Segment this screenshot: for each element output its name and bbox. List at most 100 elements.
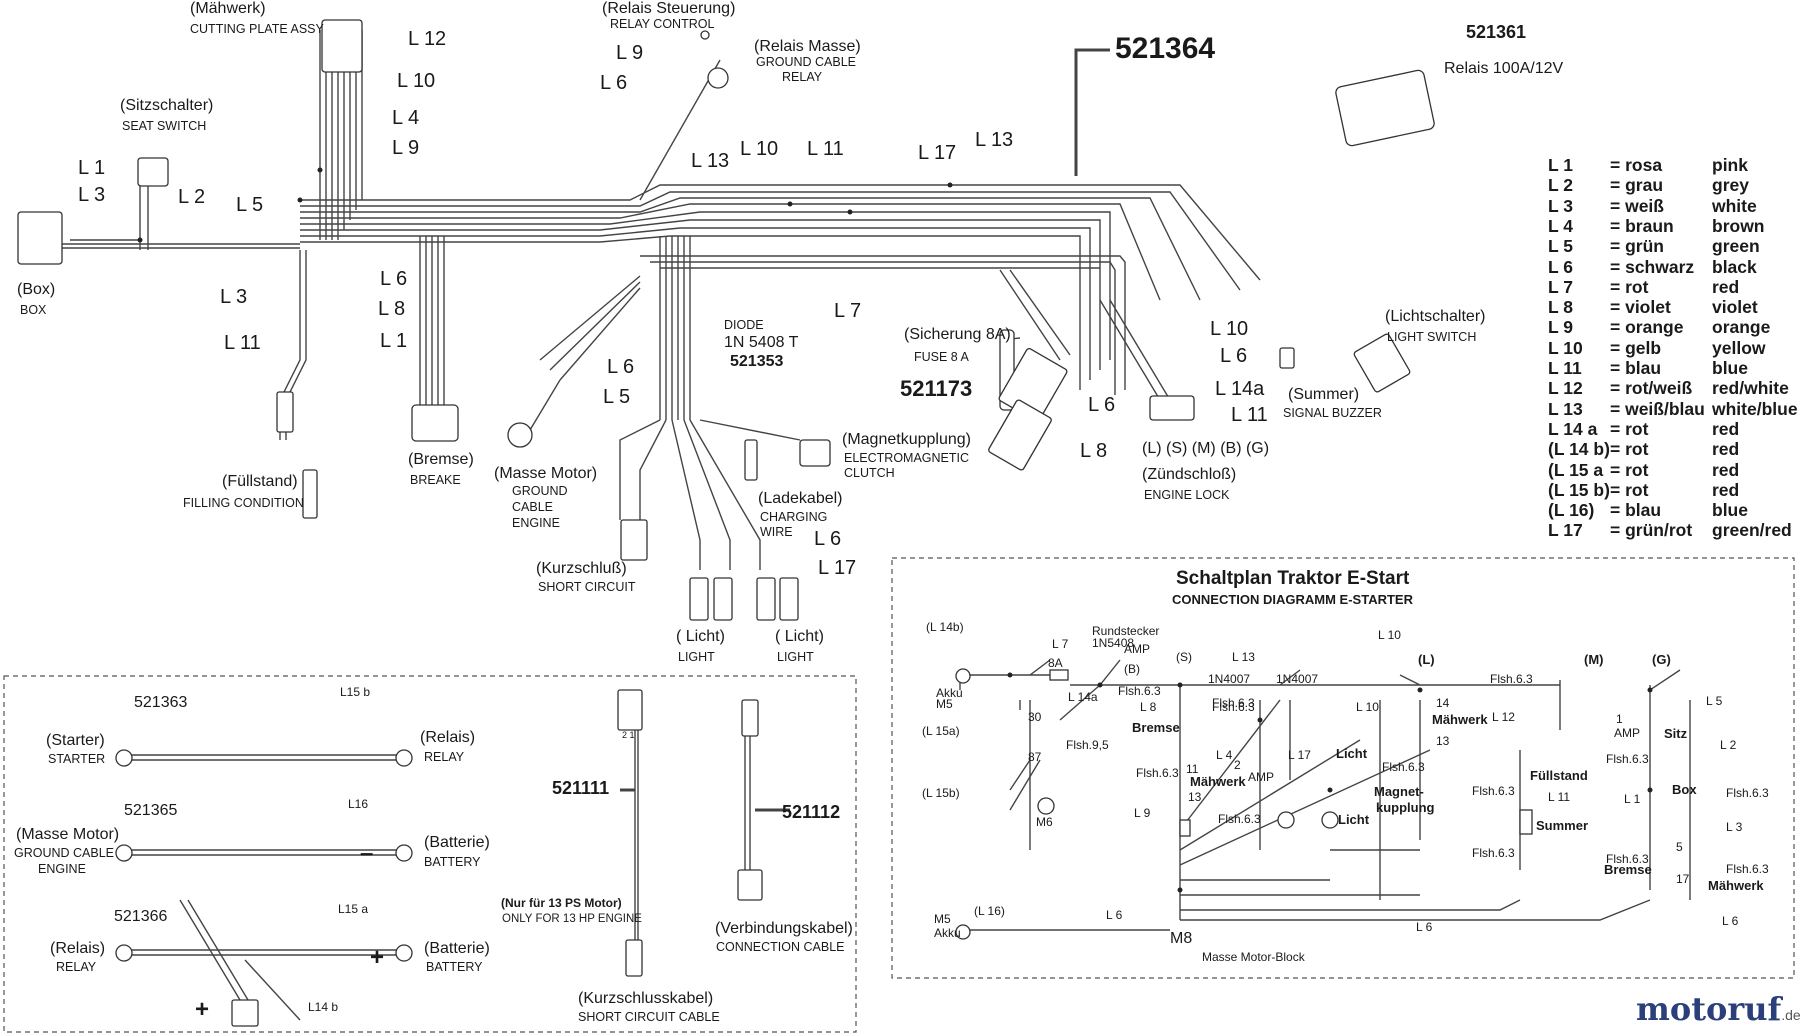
schematic-label-licht2: Licht — [1338, 812, 1370, 827]
legend-de: = rot — [1610, 439, 1649, 460]
label-electromagnetic: ELECTROMAGNETIC — [844, 451, 970, 465]
schematic-label-l5: L 5 — [1706, 694, 1723, 708]
legend-code: (L 16) — [1548, 500, 1595, 521]
wire-tag: L 12 — [408, 28, 447, 50]
schematic-label-l15a: (L 15a) — [922, 724, 960, 738]
schematic-label-flsh63e: Flsh.6.3 — [1218, 812, 1261, 826]
schematic-label-flsh63d: Flsh.6.3 — [1136, 766, 1179, 780]
label-bremse: (Bremse) — [408, 451, 474, 468]
legend-en: red/white — [1712, 378, 1789, 399]
schematic-label-n13a: 13 — [1188, 790, 1202, 804]
label-only-13hp: ONLY FOR 13 HP ENGINE — [502, 913, 642, 925]
schematic-label-flsh63i: Flsh.6.3 — [1472, 846, 1515, 860]
cable-tag-l14b: L14 b — [308, 1000, 339, 1014]
label-signal-buzzer: SIGNAL BUZZER — [1283, 406, 1382, 420]
legend-code: L 3 — [1548, 195, 1573, 216]
label-light-switch: LIGHT SWITCH — [1387, 330, 1477, 344]
schematic-label-licht1: Licht — [1336, 746, 1368, 761]
legend-en: orange — [1712, 317, 1771, 338]
legend-en: red — [1712, 418, 1740, 439]
schematic-subtitle: CONNECTION DIAGRAMM E-STARTER — [1172, 592, 1413, 607]
legend-de: = rot/weiß — [1610, 378, 1693, 399]
wire-tag: L 6 — [1220, 345, 1248, 367]
label-short-circuit-cable: SHORT CIRCUIT CABLE — [578, 1010, 720, 1024]
label-engine: ENGINE — [512, 516, 560, 530]
legend-code: (L 15 b) — [1548, 479, 1610, 500]
schematic-label-n2: 2 — [1234, 758, 1241, 772]
schematic-label-akku1: Akku — [936, 686, 963, 700]
wire-tag: L 8 — [378, 298, 406, 320]
label-verbindungskabel: (Verbindungskabel) — [715, 920, 853, 937]
label-wire: WIRE — [760, 525, 793, 539]
label-diode-part: 521353 — [730, 353, 784, 370]
schematic-label-maehwerk1: Mähwerk — [1190, 774, 1246, 789]
schematic-label-sS: (S) — [1176, 650, 1192, 664]
label-sitzschalter: (Sitzschalter) — [120, 97, 214, 114]
label-magnetkupplung: (Magnetkupplung) — [842, 431, 971, 448]
label-batterie-2: (Batterie) — [424, 940, 490, 957]
wire-tag: L 8 — [1080, 440, 1108, 462]
schematic-label-flsh63a: Flsh.6.3 — [1118, 684, 1161, 698]
schematic-label-l14a: L 14a — [1068, 690, 1098, 704]
schematic-label-magnet1: Magnet- — [1374, 784, 1424, 799]
legend-code: L 8 — [1548, 297, 1573, 318]
label-diode: DIODE — [724, 318, 764, 332]
legend-code: (L 14 b) — [1548, 439, 1610, 460]
legend-de: = rot — [1610, 276, 1649, 297]
plus-sign-icon: + — [370, 944, 385, 971]
legend-code: L 12 — [1548, 378, 1583, 399]
schematic-label-lL: (L) — [1418, 652, 1435, 667]
schematic-label-m5a: M5 — [936, 697, 953, 711]
label-relais-2: (Relais) — [50, 940, 106, 957]
schematic-label-rund1: Rundstecker — [1092, 624, 1160, 638]
schematic-label-n87: 87 — [1028, 750, 1042, 764]
schematic-label-n5: 5 — [1676, 840, 1683, 854]
legend-en: blue — [1712, 358, 1748, 378]
schematic-label-n14: 14 — [1436, 696, 1450, 710]
legend-de: = rot — [1610, 479, 1649, 500]
label-short-circuit: SHORT CIRCUIT — [538, 580, 636, 594]
minus-sign-icon: – — [360, 840, 374, 867]
schematic-label-gG: (G) — [1652, 652, 1671, 667]
label-starter-en: STARTER — [48, 752, 106, 766]
schematic-label-bremse1: Bremse — [1132, 720, 1180, 735]
label-filling-condition: FILLING CONDITION — [183, 496, 304, 510]
legend-en: black — [1712, 256, 1757, 277]
wire-tag: L 6 — [607, 356, 635, 378]
cable-part-521112: 521112 — [782, 802, 841, 822]
label-box: (Box) — [17, 281, 56, 298]
label-relay: RELAY — [782, 70, 823, 84]
wire-tag: L 11 — [807, 138, 844, 160]
legend-en: yellow — [1712, 337, 1766, 358]
label-fuellstand: (Füllstand) — [222, 473, 298, 490]
logo-text: motoruf — [1636, 990, 1782, 1028]
label-masse-motor: (Masse Motor) — [494, 465, 598, 482]
schematic-label-amp3: AMP — [1614, 726, 1641, 740]
legend-en: white/blue — [1712, 398, 1798, 419]
label-ladekabel: (Ladekabel) — [758, 490, 843, 507]
label-relay-1: RELAY — [424, 750, 465, 764]
label-fuse: FUSE 8 A — [914, 350, 969, 364]
schematic-label-l13: L 13 — [1232, 650, 1255, 664]
cable-tag-l15b: L15 b — [340, 685, 371, 699]
legend-code: L 11 — [1548, 358, 1582, 378]
wire-tag: L 7 — [834, 300, 862, 322]
legend-code: L 10 — [1548, 337, 1583, 358]
cable-part-521366: 521366 — [114, 908, 168, 925]
label-diode-type: 1N 5408 T — [724, 334, 799, 351]
label-maehwerk: (Mähwerk) — [190, 0, 266, 17]
legend-de: = grau — [1610, 175, 1664, 196]
schematic-label-n17: 17 — [1676, 872, 1690, 886]
label-engine-2: ENGINE — [38, 862, 86, 876]
schematic-label-l15b: (L 15b) — [922, 786, 960, 800]
cable-part-521111: 521111 — [552, 778, 610, 798]
schematic-label-l16: (L 16) — [974, 904, 1005, 918]
wire-tag: L 9 — [392, 137, 420, 159]
label-pins: 2 1 — [622, 730, 635, 740]
legend-de: = grün/rot — [1610, 520, 1693, 541]
schematic-label-l3: L 3 — [1726, 820, 1743, 834]
wire-tag: L 3 — [78, 184, 106, 206]
schematic-label-maehwerk2: Mähwerk — [1432, 712, 1488, 727]
label-relay-control: RELAY CONTROL — [610, 17, 715, 31]
wire-tag: L 6 — [1088, 394, 1116, 416]
